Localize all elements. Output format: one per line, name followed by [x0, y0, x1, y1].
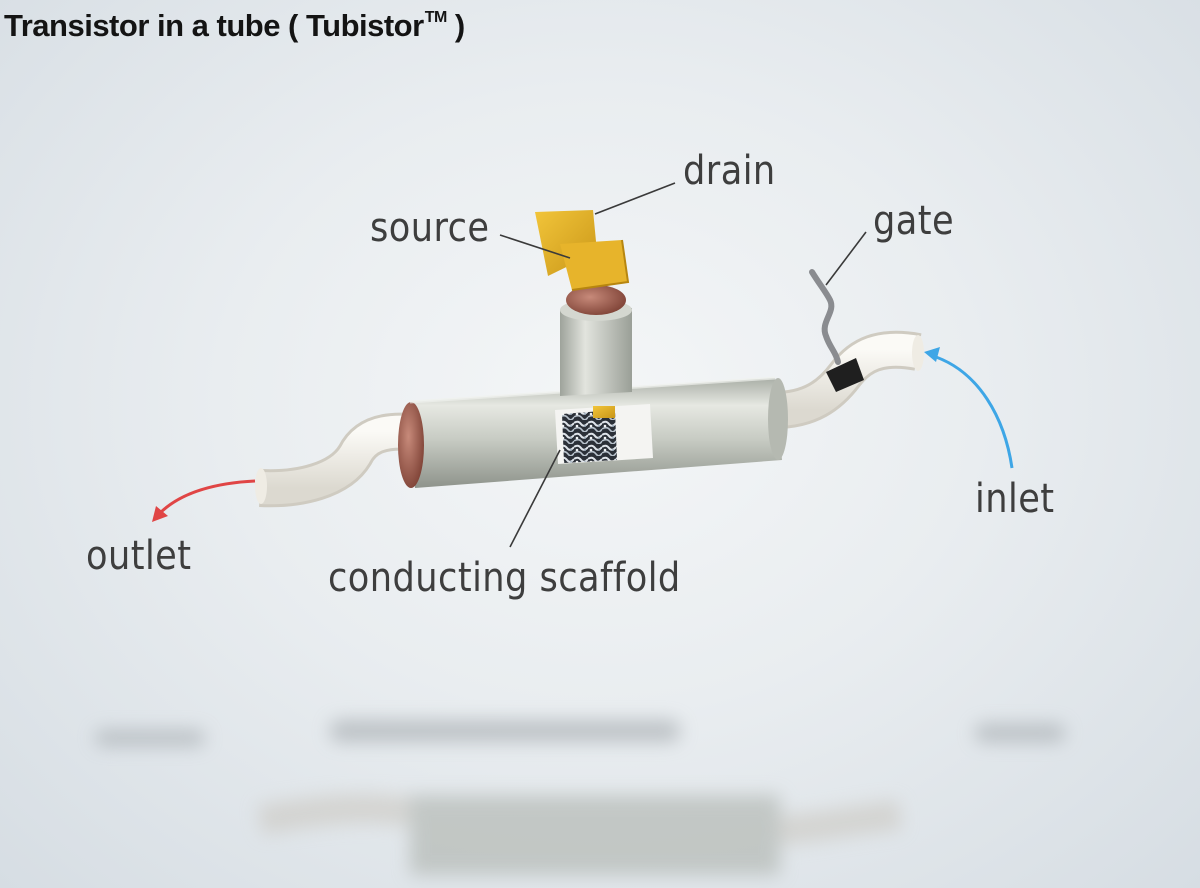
- tube-end-cap: [398, 402, 424, 488]
- drain-leader: [594, 182, 676, 215]
- outlet-arrow: [152, 479, 256, 522]
- scaffold-leader: [509, 449, 561, 548]
- outlet-hose: [255, 412, 412, 508]
- source-drain-electrodes: [535, 210, 630, 291]
- label-conducting-scaffold: conducting scaffold: [328, 555, 681, 601]
- floor-reflection: [95, 720, 1065, 875]
- label-inlet: inlet: [975, 476, 1055, 522]
- title-text: Transistor in a tube ( Tubistor: [4, 8, 424, 43]
- gate-electrode: [809, 269, 864, 392]
- title-close: ): [446, 8, 465, 43]
- inlet-arrow: [924, 347, 1014, 469]
- source-plate: [560, 240, 628, 290]
- scaffold-window: [555, 404, 653, 464]
- label-gate: gate: [873, 198, 955, 244]
- label-outlet: outlet: [86, 533, 192, 579]
- page-title: Transistor in a tube ( TubistorTM ): [4, 8, 465, 44]
- label-source: source: [370, 205, 490, 251]
- label-drain: drain: [683, 148, 776, 194]
- leader-lines: [499, 182, 867, 548]
- conducting-scaffold: [562, 410, 617, 463]
- gate-clamp: [826, 358, 864, 392]
- electrode-stem: [560, 285, 632, 396]
- trademark-mark: TM: [424, 9, 448, 26]
- gate-leader: [825, 231, 867, 286]
- source-leader: [499, 234, 571, 259]
